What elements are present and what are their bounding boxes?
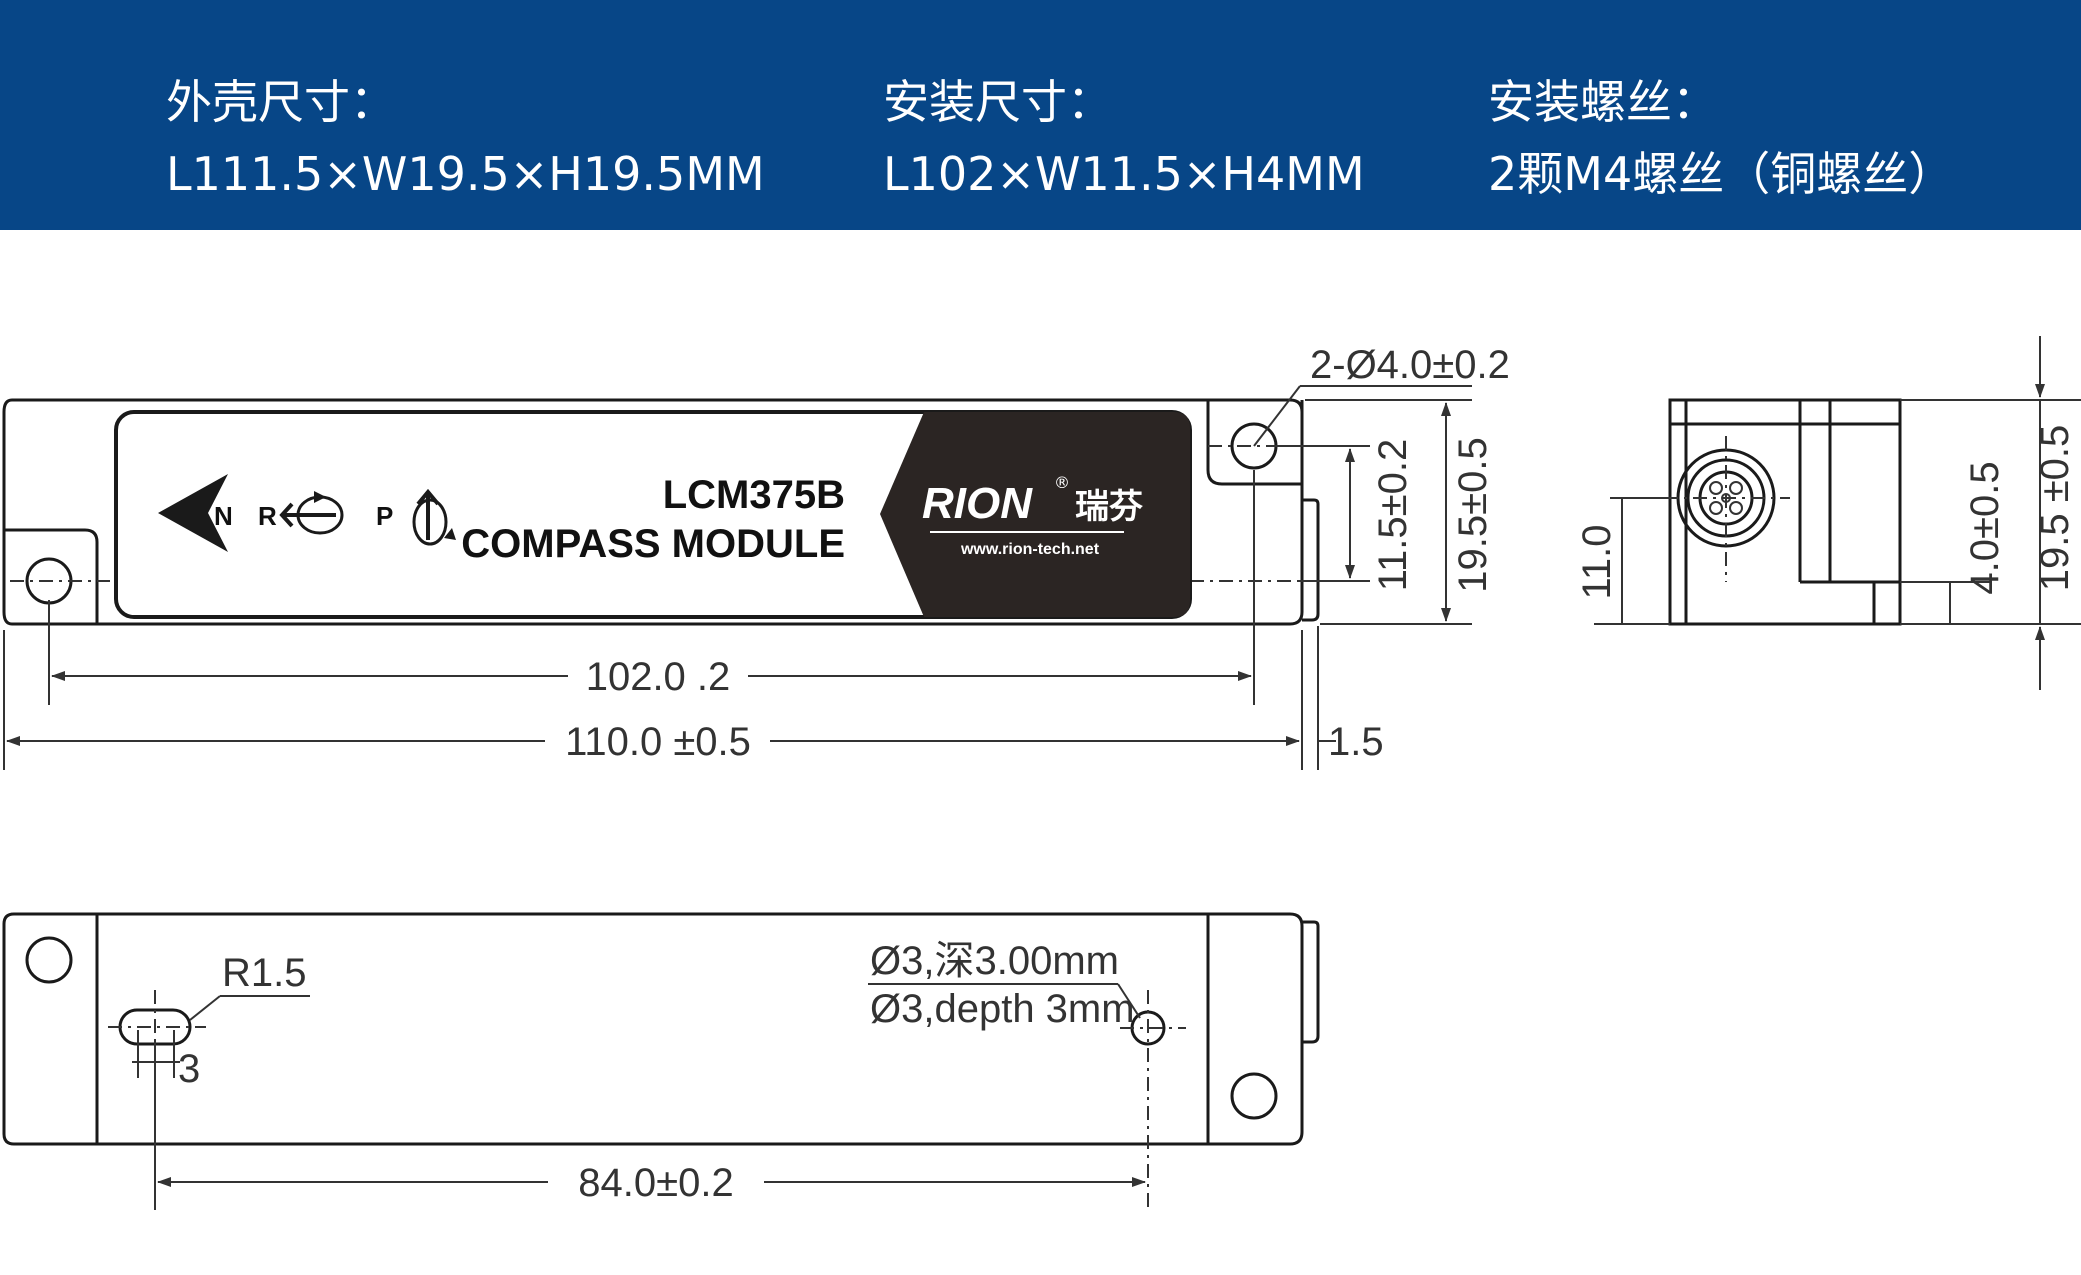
connector-icon xyxy=(1664,436,1790,582)
right-ear xyxy=(1206,400,1304,486)
sticker-brand-panel xyxy=(880,412,1190,617)
model-text: LCM375B xyxy=(663,473,845,517)
mount-span-text: 102.0 .2 xyxy=(586,655,731,699)
protrusion-text: 1.5 xyxy=(1328,720,1384,764)
pin-hole-en-text: Ø3,depth 3mm xyxy=(870,987,1135,1031)
registered-mark: ® xyxy=(1054,473,1070,492)
bottom-hole-left xyxy=(25,936,73,984)
radius-leader xyxy=(189,995,221,1021)
pin-note-leader xyxy=(1117,983,1141,1019)
overall-length-text: 110.0 ±0.5 xyxy=(565,720,751,764)
bottom-view: 3 R1.5 Ø3,深3.00mm Ø3,depth 3mm 84.0±0.2 xyxy=(2,912,1320,1210)
side-foot-text: 4.0±0.5 xyxy=(1963,461,2007,594)
mount-height-text: 11.5±0.2 xyxy=(1371,439,1415,591)
spec-banner: 外壳尺寸： L111.5×W19.5×H19.5MM 安装尺寸： L102×W1… xyxy=(0,0,2081,230)
housing-spec: 外壳尺寸： L111.5×W19.5×H19.5MM xyxy=(166,72,765,204)
body-height-text: 19.5±0.5 xyxy=(1451,437,1495,592)
top-view: N R P LCM375B COMPASS MODULE RION 瑞芬 ® w… xyxy=(2,343,1510,770)
slot-radius-text: R1.5 xyxy=(222,951,307,995)
side-body xyxy=(1668,398,1902,626)
product-name-text: COMPASS MODULE xyxy=(461,522,845,566)
technical-drawing: N R P LCM375B COMPASS MODULE RION 瑞芬 ® w… xyxy=(2,336,2081,1210)
install-value: L102×W11.5×H4MM xyxy=(883,147,1365,201)
side-connector-height-text: 11.0 xyxy=(1575,525,1619,600)
slot-width-text: 3 xyxy=(178,1047,200,1091)
pitch-icon xyxy=(412,488,456,546)
pin-hole-cn-text: Ø3,深3.00mm xyxy=(870,939,1119,983)
axis-p-letter: P xyxy=(376,501,393,531)
axis-n-letter: N xyxy=(214,501,233,531)
north-arrow-icon xyxy=(158,474,228,552)
screw-label: 安装螺丝： xyxy=(1488,75,1718,129)
roll-icon xyxy=(279,491,344,535)
brand-logo: RION 瑞芬 ® www.rion-tech.net xyxy=(922,473,1143,558)
holes-leader xyxy=(1253,385,1301,447)
connector-stub xyxy=(1302,498,1320,622)
axis-r-letter: R xyxy=(258,501,277,531)
install-spec: 安装尺寸： L102×W11.5×H4MM xyxy=(883,72,1365,204)
side-view: 11.0 4.0±0.5 19.5 ±0.5 xyxy=(1575,336,2081,690)
bottom-body-outline xyxy=(2,912,1304,1146)
brand-name-cn: 瑞芬 xyxy=(1075,487,1143,527)
website-text: www.rion-tech.net xyxy=(960,541,1100,558)
holes-dim-text: 2-Ø4.0±0.2 xyxy=(1310,343,1510,387)
side-total-text: 19.5 ±0.5 xyxy=(2033,425,2077,592)
housing-label: 外壳尺寸： xyxy=(166,75,396,129)
bottom-connector-stub xyxy=(1302,920,1320,1044)
screw-spec: 安装螺丝： 2颗M4螺丝（铜螺丝） xyxy=(1488,72,1954,204)
housing-value: L111.5×W19.5×H19.5MM xyxy=(166,147,765,201)
bottom-hole-right xyxy=(1230,1072,1278,1120)
left-ear xyxy=(4,528,99,624)
install-label: 安装尺寸： xyxy=(883,75,1113,129)
brand-name: RION xyxy=(922,479,1033,528)
screw-value: 2颗M4螺丝（铜螺丝） xyxy=(1488,147,1955,201)
bottom-span-text: 84.0±0.2 xyxy=(578,1161,733,1205)
